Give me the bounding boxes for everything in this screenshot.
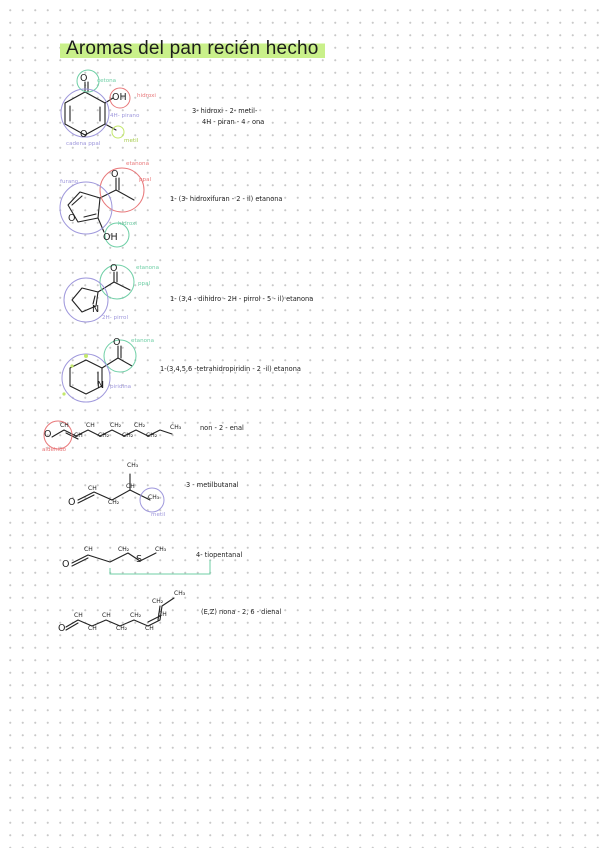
mol5-atom-c2: CH <box>74 432 83 439</box>
molecule-6-structure <box>77 473 151 504</box>
mol7-atom-o: O <box>62 559 70 570</box>
mol5-atom-o: O <box>44 429 52 440</box>
mol8-name: (E,Z) nona - 2, 6 - dienal <box>201 608 282 616</box>
mol6-name: 3 - metilbutanal <box>186 481 239 489</box>
molecule-3-structure <box>71 271 131 313</box>
mol7-atom-c3: CH₃ <box>155 546 167 553</box>
molecule-4-structure <box>69 345 133 395</box>
mol6-atom-c3: CH <box>126 483 135 490</box>
mol2-label-ppal: ppal <box>139 177 152 183</box>
mol8-atom-c5: CH₂ <box>130 612 142 619</box>
mol5-label-aldehido: aldehído <box>42 447 67 453</box>
mol8-atom-c3: CH <box>102 612 111 619</box>
mol5-atom-c5: CH₂ <box>110 422 122 429</box>
mol2-name: 1- (3- hidroxifuran - 2 - il) etanona <box>170 195 283 203</box>
mol6-label-metil: metil <box>151 512 166 518</box>
molecule-2-structure <box>67 177 135 233</box>
mol8-atom-c7: CH <box>158 611 167 618</box>
mol2-label-etanona: etanona <box>126 161 150 167</box>
page-title: Aromas del pan recién hecho <box>60 38 325 60</box>
mol6-atom-c2: CH₂ <box>108 499 120 506</box>
mol2-atom-o-ring: O <box>68 213 76 224</box>
mol3-atom-o: O <box>110 263 118 274</box>
mol3-label-etanona: etanona <box>136 265 160 271</box>
mol3-atom-n: N <box>92 304 100 315</box>
mol1-label-cetona: cetona <box>97 78 117 84</box>
mol6-atom-c1: CH <box>88 485 97 492</box>
mol3-label-ppal: ppal <box>138 281 151 287</box>
mol8-atom-o: O <box>58 623 66 634</box>
mol8-atom-c2: CH <box>88 625 97 632</box>
molecule-8-structure <box>65 597 175 631</box>
mol2-label-hidroxi: hidroxi <box>118 221 137 227</box>
mol1-name-line1: 3- hidroxi - 2- metil- <box>192 107 258 115</box>
mol8-atom-c8: CH₂ <box>152 598 164 605</box>
mol4-atom-n: N <box>97 380 105 391</box>
mol4-label-piridina: piridina <box>110 384 132 390</box>
mol4-label-etanona: etanona <box>131 338 155 344</box>
mol1-label-cadena: cadena ppal <box>66 141 101 147</box>
mol4-name: 1-(3,4,5,6 -tetrahidropiridin - 2 -il) e… <box>160 365 301 373</box>
mol4-atom-o: O <box>113 337 121 348</box>
mol5-atom-c3: CH <box>86 422 95 429</box>
mol6-atom-c5: CH₃ <box>148 494 160 501</box>
mol1-label-hidroxi: hidroxi <box>137 93 156 99</box>
mol5-name: non - 2 - enal <box>200 424 244 432</box>
mol2-label-furano: furano <box>60 179 79 185</box>
mol5-atom-c6: CH₂ <box>122 432 134 439</box>
mol2-atom-oh: OH <box>103 232 118 243</box>
mol5-atom-c9: CH₃ <box>170 424 182 431</box>
mol1-atom-o-ring: O <box>80 129 88 140</box>
mol8-atom-c4: CH₂ <box>116 625 128 632</box>
mol1-atom-o-ketone: O <box>80 73 88 84</box>
mol3-name: 1- (3,4 - dihidro - 2H - pirrol - 5 - il… <box>170 295 314 303</box>
mol1-label-metil: metil <box>124 138 139 144</box>
mol5-atom-c7: CH₂ <box>134 422 146 429</box>
mol2-atom-o-ketone: O <box>111 169 119 180</box>
mol7-atom-s: S <box>136 554 143 565</box>
mol8-atom-c9: CH₃ <box>174 590 186 597</box>
mol6-atom-c4: CH₃ <box>127 462 139 469</box>
mol6-atom-o: O <box>68 497 76 508</box>
mol7-name: 4- tiopentanal <box>196 551 243 559</box>
mol1-label-pirano: 4H- pirano <box>110 113 140 119</box>
mol8-atom-c1: CH <box>74 612 83 619</box>
mol5-atom-c4: CH₂ <box>98 432 110 439</box>
mol1-name-line2: 4H - piran - 4 - ona <box>202 118 265 126</box>
mol8-atom-c6: CH <box>145 625 154 632</box>
mol7-atom-c2: CH₂ <box>118 546 130 553</box>
mol5-atom-c8: CH₂ <box>146 432 158 439</box>
mol5-atom-c1: CH <box>60 422 69 429</box>
molecule-7-structure <box>71 552 157 567</box>
mol1-atom-oh: OH <box>112 92 127 103</box>
mol3-label-pirrol: 2H- pirrol <box>102 315 129 321</box>
mol7-atom-c1: CH <box>84 546 93 553</box>
